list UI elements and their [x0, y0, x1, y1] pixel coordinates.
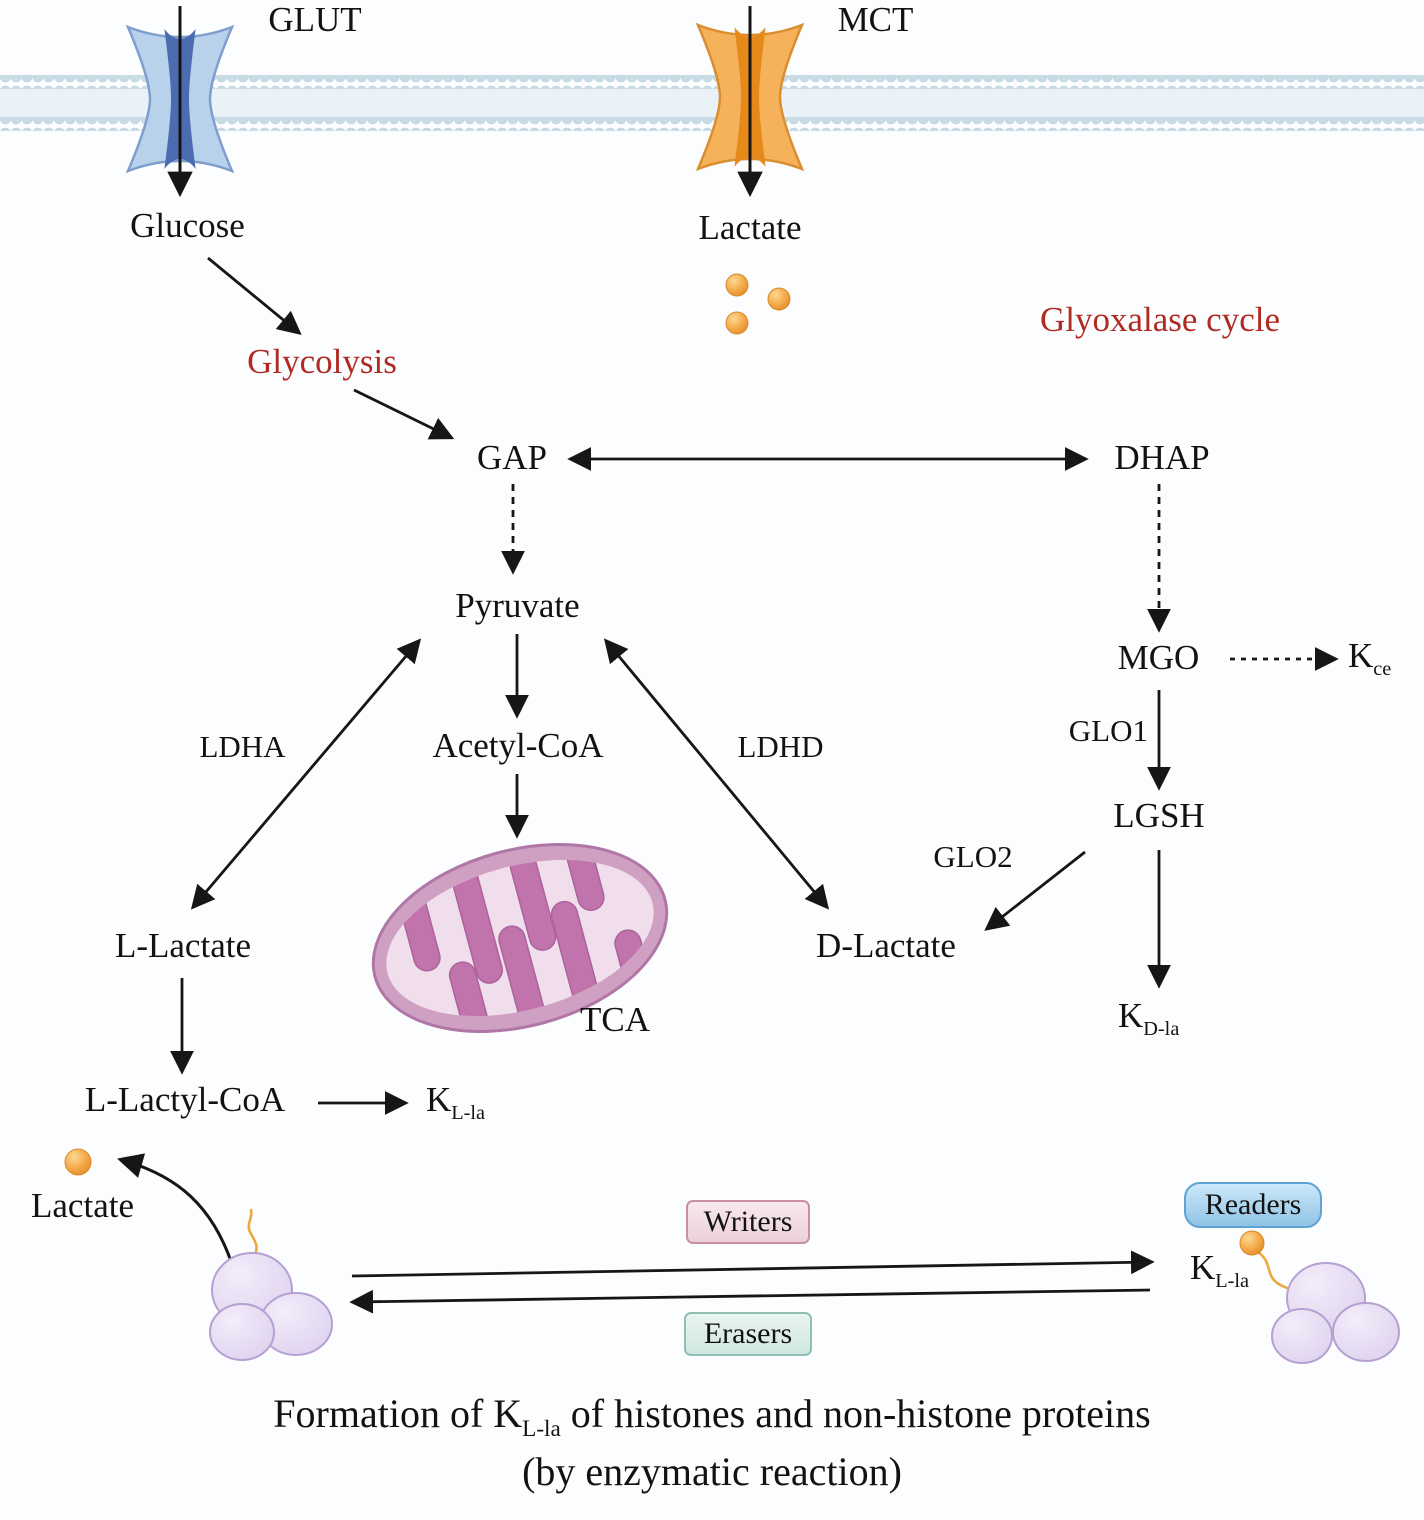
caption-line1-sub: L-la	[522, 1416, 561, 1442]
arrow-ldhd	[603, 638, 830, 910]
enzyme-ldhd: LDHD	[737, 729, 824, 764]
arrow-erasers	[349, 1288, 1151, 1314]
caption-line1-prefix: Formation of	[273, 1391, 494, 1436]
mitochondria-icon	[371, 837, 669, 1038]
arrow-lgsh-dlactate	[984, 850, 1086, 931]
node-dhap: DHAP	[1114, 438, 1210, 477]
mct-label: MCT	[837, 0, 914, 39]
node-lactate-top: Lactate	[698, 208, 802, 247]
node-lgsh: LGSH	[1113, 796, 1205, 835]
label-tca: TCA	[580, 1000, 650, 1039]
arrow-writers	[351, 1250, 1155, 1278]
caption-line2: (by enzymatic reaction)	[522, 1449, 902, 1494]
enzyme-glo1: GLO1	[1068, 713, 1148, 748]
node-gap: GAP	[476, 438, 548, 477]
arrow-glucose-glycolysis	[207, 256, 302, 336]
histone-protein-left-icon	[209, 1208, 333, 1361]
label-glycolysis: Glycolysis	[247, 342, 397, 381]
arrow-ldha	[190, 638, 422, 910]
node-lactate-bottom: Lactate	[31, 1186, 134, 1225]
k-l-la-left-sub: L-la	[451, 1102, 486, 1124]
enzyme-ldha: LDHA	[199, 729, 286, 764]
k-l-la-right-base: K	[1190, 1248, 1216, 1287]
lactate-dots-icon	[725, 273, 791, 335]
readers-badge: Readers	[1184, 1182, 1322, 1228]
node-glucose: Glucose	[130, 206, 245, 245]
caption-line1-suffix: of histones and non-histone proteins	[560, 1391, 1151, 1436]
writers-badge: Writers	[686, 1200, 810, 1244]
k-ce-sub: ce	[1373, 658, 1392, 680]
k-d-la-base: K	[1118, 996, 1144, 1035]
node-k-d-la: KD-la	[1118, 996, 1179, 1039]
label-glyoxalase-cycle: Glyoxalase cycle	[1039, 300, 1281, 339]
node-mgo: MGO	[1117, 638, 1200, 677]
caption-line1-k: K	[493, 1391, 523, 1436]
node-k-ce: Kce	[1348, 636, 1391, 679]
k-ce-base: K	[1348, 636, 1374, 675]
arrow-lactate-histone	[117, 1153, 234, 1265]
cell-membrane	[0, 75, 1424, 131]
enzyme-glo2: GLO2	[933, 839, 1013, 874]
lactate-dot-icon	[1239, 1230, 1265, 1256]
arrow-glycolysis-gap	[353, 388, 455, 440]
histone-tail-icon	[247, 1208, 258, 1258]
node-l-lactyl-coa: L-Lactyl-CoA	[84, 1080, 286, 1119]
node-l-lactate: L-Lactate	[114, 926, 251, 965]
node-d-lactate: D-Lactate	[816, 926, 956, 965]
lactate-dot-icon	[64, 1148, 92, 1176]
glut-label: GLUT	[268, 0, 362, 39]
node-acetyl-coa: Acetyl-CoA	[432, 726, 604, 765]
k-l-la-left-base: K	[426, 1080, 452, 1119]
histone-protein-right-icon	[1239, 1230, 1400, 1364]
node-pyruvate: Pyruvate	[455, 586, 580, 625]
caption-line1: Formation of KL-la of histones and non-h…	[0, 1391, 1424, 1442]
node-k-l-la-left: KL-la	[426, 1080, 485, 1123]
k-l-la-right-sub: L-la	[1215, 1270, 1250, 1292]
k-d-la-sub: D-la	[1143, 1018, 1180, 1040]
erasers-badge: Erasers	[684, 1312, 812, 1356]
node-k-l-la-right: KL-la	[1190, 1248, 1249, 1291]
